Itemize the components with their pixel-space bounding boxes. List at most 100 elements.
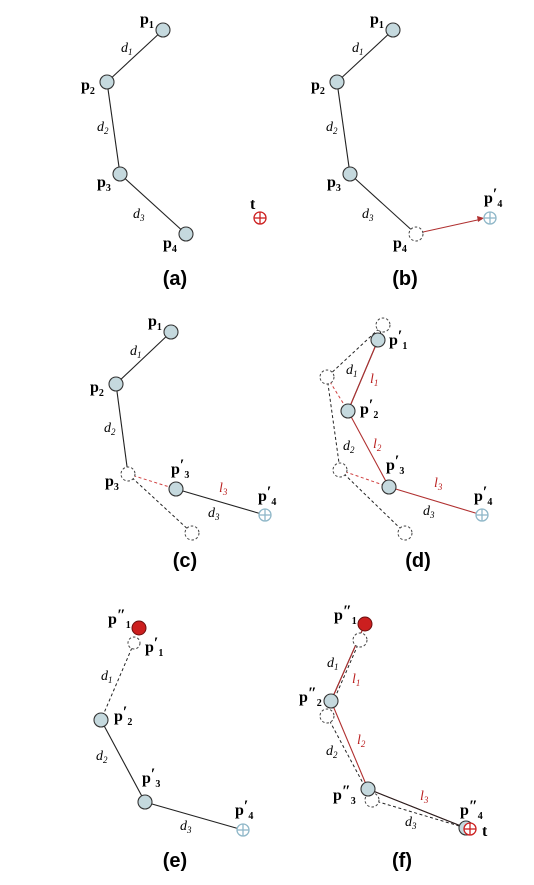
b-seg-3 <box>349 173 417 235</box>
d-label-p1prime: p′1 <box>389 328 407 352</box>
e-label-d3: d3 <box>180 819 192 835</box>
d-seg-3-old <box>339 469 406 534</box>
e-seg-3 <box>144 801 244 831</box>
e-label-p1prime: p′1 <box>145 635 163 659</box>
f-label-p1dprime: p″1 <box>334 603 357 627</box>
a-seg-2 <box>106 81 121 175</box>
a-target-icon <box>253 211 267 225</box>
f-label-d3: d3 <box>405 815 417 831</box>
e-seg-1 <box>100 642 135 721</box>
c-label-p2: p2 <box>90 379 104 399</box>
b-seg-2 <box>336 81 351 175</box>
d-seg-2-new <box>347 410 390 488</box>
c-seg-reach <box>127 473 177 490</box>
c-seg-3-old <box>127 473 193 534</box>
d-label-d3: d3 <box>423 504 435 520</box>
f-joint-p1dprime <box>357 616 373 632</box>
d-joint-p2-old <box>319 369 335 385</box>
c-joint-p3-old <box>120 466 136 482</box>
b-label-p3: p3 <box>327 174 341 194</box>
f-label-l3: l3 <box>420 789 429 805</box>
d-label-l2: l2 <box>373 437 382 453</box>
a-joint-p4 <box>178 226 194 242</box>
f-label-l1: l1 <box>352 672 360 688</box>
d-joint-p1prime <box>370 332 386 348</box>
caption-d: (d) <box>405 550 431 572</box>
b-joint-p3 <box>342 166 358 182</box>
c-label-p1: p1 <box>148 313 162 333</box>
c-target-p4prime-icon <box>258 508 272 522</box>
f-label-p2dprime: p″2 <box>299 685 322 709</box>
d-label-l1: l1 <box>370 372 378 388</box>
caption-c: (c) <box>173 550 197 572</box>
b-label-d3: d3 <box>362 207 374 223</box>
c-seg-1 <box>115 331 172 385</box>
c-label-d3: d3 <box>208 506 220 522</box>
f-label-l2: l2 <box>357 733 366 749</box>
f-seg-3-old <box>371 799 467 829</box>
b-label-d2: d2 <box>326 120 338 136</box>
d-target-p4prime-icon <box>475 508 489 522</box>
a-label-t: t <box>250 196 256 213</box>
f-seg-3-new-black <box>367 788 467 829</box>
b-move-arrow <box>422 218 483 233</box>
a-seg-3 <box>119 173 187 235</box>
d-joint-p4-old <box>397 525 413 541</box>
b-arrowhead-icon <box>477 216 484 222</box>
f-label-d2: d2 <box>326 744 338 760</box>
a-label-p2: p2 <box>81 77 95 97</box>
caption-e: (e) <box>163 850 187 872</box>
f-joint-p1-old <box>352 632 368 648</box>
c-label-d1: d1 <box>130 344 142 360</box>
d-joint-p3prime <box>381 479 397 495</box>
e-label-d1: d1 <box>101 669 113 685</box>
b-target-p4prime-icon <box>483 211 497 225</box>
f-label-t: t <box>482 823 488 840</box>
e-label-p4prime: p′4 <box>235 798 253 822</box>
c-seg-2 <box>115 383 129 475</box>
b-joint-p2 <box>329 74 345 90</box>
e-label-p3prime: p′3 <box>142 766 160 790</box>
e-seg-2 <box>100 719 146 803</box>
d-seg-2-old <box>326 376 341 471</box>
b-label-p2: p2 <box>311 77 325 97</box>
d-joint-p2prime <box>340 403 356 419</box>
f-seg-1-old <box>326 639 361 717</box>
e-label-p2prime: p′2 <box>114 704 132 728</box>
f-joint-p2dprime <box>323 693 339 709</box>
d-label-d2: d2 <box>343 439 355 455</box>
e-joint-p2prime <box>93 712 109 728</box>
b-joint-p4-old <box>408 226 424 242</box>
a-label-d2: d2 <box>97 120 109 136</box>
c-label-d2: d2 <box>104 421 116 437</box>
d-seg-1-new-red <box>347 339 379 412</box>
c-seg-3-new <box>175 488 266 516</box>
e-target-p4prime-icon <box>236 823 250 837</box>
d-seg-3-new <box>388 486 483 516</box>
b-label-p4: p4 <box>393 235 407 255</box>
e-label-p1dprime: p″1 <box>108 607 131 631</box>
a-joint-p2 <box>99 74 115 90</box>
caption-a: (a) <box>163 268 187 290</box>
a-label-p3: p3 <box>97 174 111 194</box>
f-joint-p2-old <box>319 708 335 724</box>
b-label-p4prime: p′4 <box>484 186 502 210</box>
a-seg-1 <box>106 29 164 83</box>
c-joint-p3prime <box>168 481 184 497</box>
f-label-p3dprime: p″3 <box>333 783 356 807</box>
f-seg-2-new <box>330 700 369 790</box>
d-label-l3: l3 <box>434 476 443 492</box>
d-label-p3prime: p′3 <box>386 453 404 477</box>
d-label-p2prime: p′2 <box>360 397 378 421</box>
f-label-d1: d1 <box>327 656 339 672</box>
c-joint-p2 <box>108 376 124 392</box>
e-label-d2: d2 <box>96 749 108 765</box>
c-joint-p1 <box>163 324 179 340</box>
b-label-d1: d1 <box>352 41 364 57</box>
c-label-p4prime: p′4 <box>258 484 276 508</box>
e-joint-p1prime <box>127 636 141 650</box>
a-label-p4: p4 <box>163 235 177 255</box>
b-seg-1 <box>336 29 394 83</box>
b-label-p1: p1 <box>370 11 384 31</box>
